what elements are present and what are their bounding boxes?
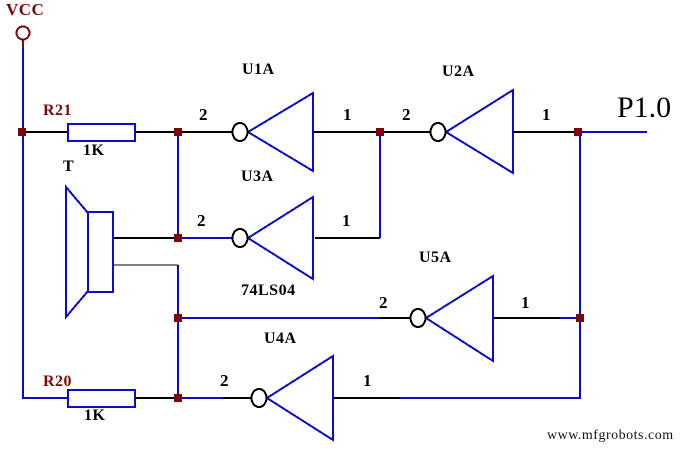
gate-ref-u5a: U5A <box>419 249 452 266</box>
power-label: VCC <box>6 0 45 19</box>
inverter-bubble <box>429 122 447 142</box>
inverter-bubble <box>231 122 249 142</box>
pin-number: 2 <box>402 105 411 124</box>
inverter-symbol-u5a <box>409 274 494 363</box>
speaker-icon <box>65 184 114 320</box>
wire <box>22 131 578 399</box>
ic-type-label: 74LS04 <box>241 282 296 299</box>
resistor-symbol-r20 <box>67 389 136 408</box>
inverter-symbol-u3a <box>231 195 314 281</box>
pin-number: 1 <box>343 105 352 124</box>
inverter-symbol-u4a <box>250 354 334 442</box>
pin-number: 1 <box>521 293 530 312</box>
resistor-symbol-r21 <box>67 123 136 142</box>
watermark: www.mfgrobots.com <box>547 428 674 443</box>
inverter-bubble <box>409 308 427 328</box>
inverter-symbol-u1a <box>231 91 314 173</box>
inverter-bubble <box>231 228 249 248</box>
resistor-ref: R21 <box>43 102 73 119</box>
gate-ref-u1a: U1A <box>242 61 275 78</box>
inverter-bubble <box>250 388 268 408</box>
pin-number: 2 <box>199 105 208 124</box>
pin-number: 1 <box>363 371 372 390</box>
resistor-ref: R20 <box>43 373 73 390</box>
vcc-terminal-icon <box>15 25 31 48</box>
resistor-value: 1K <box>84 407 106 424</box>
wire <box>22 48 647 399</box>
pin-number: 2 <box>220 371 229 390</box>
pin-number: 1 <box>542 105 551 124</box>
resistor-value: 1K <box>83 142 105 159</box>
pin-number: 2 <box>379 293 388 312</box>
junction-dot <box>18 128 584 402</box>
gate-ref-u3a: U3A <box>241 168 274 185</box>
gate-ref-u2a: U2A <box>442 63 475 80</box>
speaker-ref: T <box>63 158 75 175</box>
pin-number: 1 <box>342 211 351 230</box>
inverter-symbol-u2a <box>429 88 514 175</box>
pin-number: 2 <box>197 211 206 230</box>
net-label: P1.0 <box>617 91 672 124</box>
gate-ref-u4a: U4A <box>264 330 297 347</box>
